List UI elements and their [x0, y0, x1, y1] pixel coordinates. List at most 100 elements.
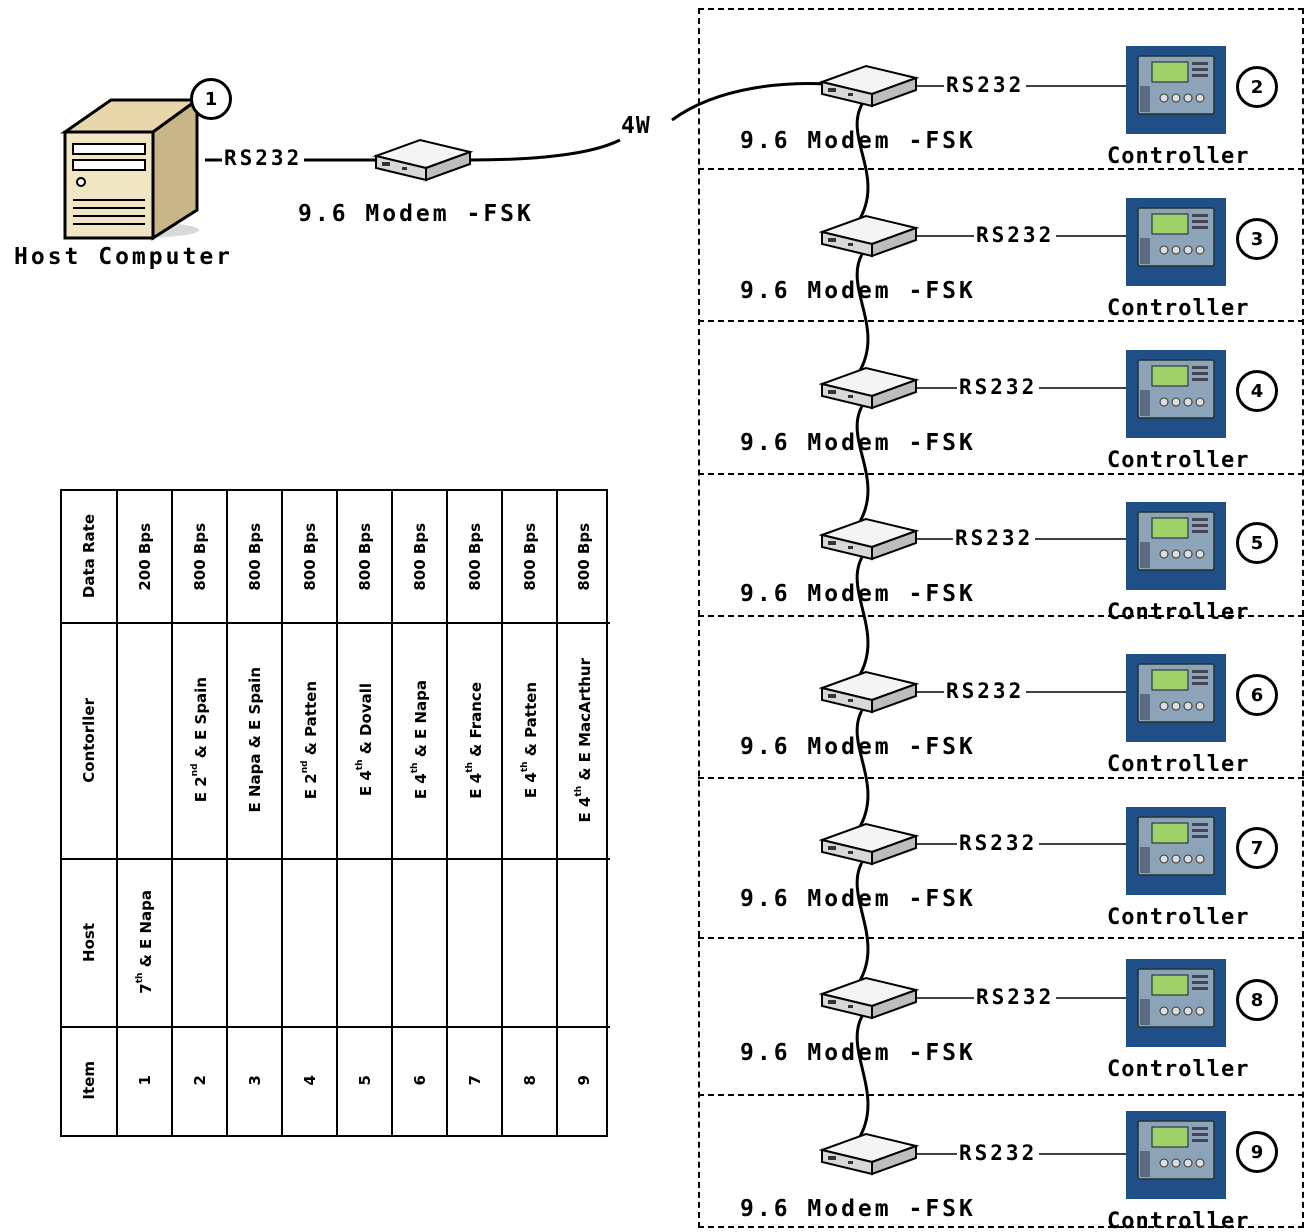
- table-divider: [173, 1026, 226, 1028]
- controller-icon: [1126, 350, 1226, 438]
- drop-modem-label: 9.6 Modem -FSK: [740, 278, 976, 304]
- host-modem-label: 9.6 Modem -FSK: [298, 201, 534, 227]
- drop-rs232-label: RS232: [957, 1141, 1040, 1165]
- table-cell-controller: E 2nd & E Spain: [189, 677, 210, 803]
- drop-separator: [698, 937, 1304, 939]
- table-cell-rate: 800 Bps: [245, 522, 264, 591]
- table-cell-rate: 800 Bps: [465, 522, 484, 591]
- controller-label: Controller: [1107, 1057, 1250, 1082]
- badge-9: 9: [1236, 1131, 1278, 1173]
- table-cell-item: 7: [465, 1075, 484, 1086]
- table-divider: [118, 858, 171, 860]
- table-cell-rate: 800 Bps: [520, 522, 539, 591]
- controller-label: Controller: [1107, 752, 1250, 777]
- controller-label: Controller: [1107, 600, 1250, 625]
- table-divider: [62, 1026, 116, 1028]
- table-divider: [228, 858, 281, 860]
- drop-separator: [698, 168, 1304, 170]
- table-divider: [62, 858, 116, 860]
- drop-modem-label: 9.6 Modem -FSK: [740, 581, 976, 607]
- table-cell-host: [393, 858, 446, 1026]
- drop-separator: [698, 473, 1304, 475]
- table-cell-host: [448, 858, 501, 1026]
- table-cell-controller: E 4th & E Napa: [409, 680, 430, 800]
- table-divider: [503, 622, 556, 624]
- table-cell-rate: 800 Bps: [575, 522, 593, 591]
- table-header-item: Item: [80, 1061, 98, 1100]
- table-divider: [283, 622, 336, 624]
- badge-8: 8: [1236, 979, 1278, 1021]
- host-computer-label: Host Computer: [14, 244, 234, 270]
- table-divider: [118, 622, 171, 624]
- drop-modem-label: 9.6 Modem -FSK: [740, 1040, 976, 1066]
- controller-label: Controller: [1107, 296, 1250, 321]
- table-divider: [393, 1026, 446, 1028]
- table-cell-host: [228, 858, 281, 1026]
- controller-label: Controller: [1107, 1209, 1250, 1232]
- line-4w-label: 4W: [621, 113, 651, 139]
- table-divider: [448, 1026, 501, 1028]
- drop-modem-icon: [818, 1132, 920, 1176]
- drop-modem-label: 9.6 Modem -FSK: [740, 128, 976, 154]
- line-4w-cable-upper: [671, 82, 827, 122]
- drop-modem-icon: [818, 822, 920, 866]
- table-cell-host: [338, 858, 391, 1026]
- table-row: 200 Bps 7th & E Napa 1: [116, 491, 171, 1135]
- drop-rs232-label: RS232: [953, 526, 1036, 550]
- table-cell-item: 1: [135, 1075, 154, 1086]
- drop-chain-cable: [855, 703, 870, 831]
- table-divider: [393, 858, 446, 860]
- drop-rs232-label: RS232: [944, 73, 1027, 97]
- controller-icon: [1126, 46, 1226, 134]
- table-cell-item: 3: [245, 1075, 264, 1086]
- table-cell-host: [173, 858, 226, 1026]
- table-cell-item: 4: [300, 1075, 319, 1086]
- drop-modem-icon: [818, 670, 920, 714]
- drop-modem-icon: [818, 366, 920, 410]
- line-4w-cable: [469, 138, 621, 162]
- table-divider: [62, 622, 116, 624]
- table-header-controller: Contorller: [80, 697, 98, 783]
- table-divider: [338, 1026, 391, 1028]
- table-cell-host: 7th & E Napa: [134, 890, 155, 994]
- badge-1: 1: [190, 78, 232, 120]
- table-divider: [173, 858, 226, 860]
- drop-modem-icon: [818, 976, 920, 1020]
- controller-icon: [1126, 807, 1226, 895]
- table-cell-rate: 800 Bps: [410, 522, 429, 591]
- drop-rs232-label: RS232: [974, 985, 1057, 1009]
- host-modem-icon: [372, 138, 474, 182]
- table-cell-rate: 800 Bps: [190, 522, 209, 591]
- table-cell-host: [503, 858, 556, 1026]
- table-cell-rate: 200 Bps: [135, 522, 154, 591]
- drop-chain-cable: [855, 550, 870, 679]
- table-divider: [338, 858, 391, 860]
- table-divider: [448, 858, 501, 860]
- controller-icon: [1126, 959, 1226, 1047]
- controller-icon: [1126, 1111, 1226, 1199]
- controller-label: Controller: [1107, 905, 1250, 930]
- drop-rs232-label: RS232: [957, 375, 1040, 399]
- table-divider: [173, 622, 226, 624]
- table-cell-host: [283, 858, 336, 1026]
- drop-modem-label: 9.6 Modem -FSK: [740, 430, 976, 456]
- table-cell-host: [558, 858, 610, 1026]
- table-divider: [283, 858, 336, 860]
- badge-6: 6: [1236, 674, 1278, 716]
- controller-icon: [1126, 502, 1226, 590]
- host-rs232-label: RS232: [222, 146, 305, 170]
- table-row: 800 Bps E 4th & France 7: [446, 491, 501, 1135]
- table-cell-controller: E 4th & France: [464, 681, 485, 799]
- table-cell-item: 8: [520, 1075, 539, 1086]
- table-cell-controller: E 4th & Dovall: [354, 683, 375, 797]
- table-cell-controller: E 2nd & Patten: [299, 680, 320, 800]
- table-divider: [503, 1026, 556, 1028]
- drop-chain-cable: [855, 855, 870, 985]
- drop-modem-label: 9.6 Modem -FSK: [740, 1196, 976, 1222]
